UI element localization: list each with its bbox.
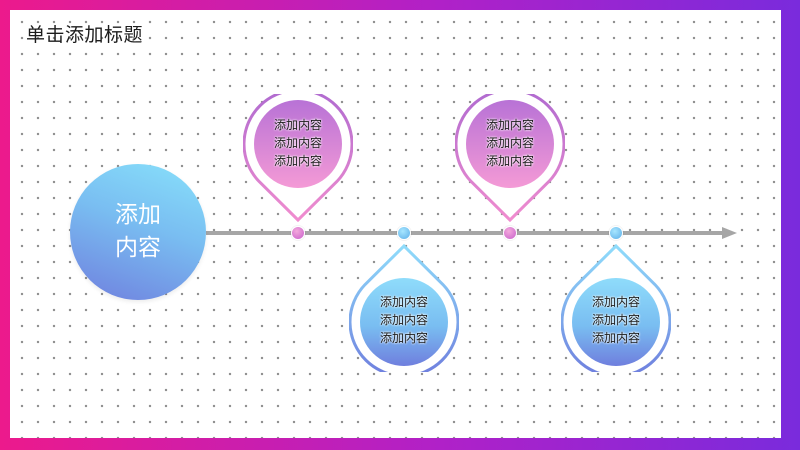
slide-title[interactable]: 单击添加标题 [26, 24, 144, 46]
hub-circle[interactable]: 添加 内容 [70, 164, 206, 300]
pin-line: 添加内容 [273, 154, 322, 168]
pin-line: 添加内容 [379, 313, 428, 327]
pin-line: 添加内容 [379, 331, 428, 345]
timeline-pin-2[interactable]: 添加内容 添加内容 添加内容 [349, 242, 459, 372]
timeline-dot-3 [503, 226, 517, 240]
pin-line: 添加内容 [591, 313, 640, 327]
timeline-dot-4 [609, 226, 623, 240]
hub-text: 添加 内容 [115, 199, 161, 265]
pin-line: 添加内容 [273, 118, 322, 132]
pin-up-shape-1 [243, 94, 353, 223]
pin-text-4: 添加内容 添加内容 添加内容 [561, 293, 671, 347]
pin-line: 添加内容 [273, 136, 322, 150]
pin-up-shape-3 [455, 94, 565, 223]
hub-text-line-1: 添加 [115, 202, 161, 228]
slide-canvas [10, 10, 781, 438]
pin-line: 添加内容 [591, 331, 640, 345]
pin-text-1: 添加内容 添加内容 添加内容 [243, 116, 353, 170]
timeline-pin-3[interactable]: 添加内容 添加内容 添加内容 [455, 94, 565, 224]
pin-down-shape-4 [561, 243, 671, 372]
pin-down-shape-2 [349, 243, 459, 372]
timeline-pin-4[interactable]: 添加内容 添加内容 添加内容 [561, 242, 671, 372]
pin-line: 添加内容 [485, 136, 534, 150]
timeline-dot-1 [291, 226, 305, 240]
pin-text-3: 添加内容 添加内容 添加内容 [455, 116, 565, 170]
pin-line: 添加内容 [485, 154, 534, 168]
timeline-arrow-icon [722, 227, 737, 239]
timeline-dot-2 [397, 226, 411, 240]
timeline-line [206, 231, 726, 235]
pin-line: 添加内容 [379, 295, 428, 309]
timeline-pin-1[interactable]: 添加内容 添加内容 添加内容 [243, 94, 353, 224]
pin-text-2: 添加内容 添加内容 添加内容 [349, 293, 459, 347]
pin-line: 添加内容 [485, 118, 534, 132]
hub-text-line-2: 内容 [115, 235, 161, 261]
pin-line: 添加内容 [591, 295, 640, 309]
